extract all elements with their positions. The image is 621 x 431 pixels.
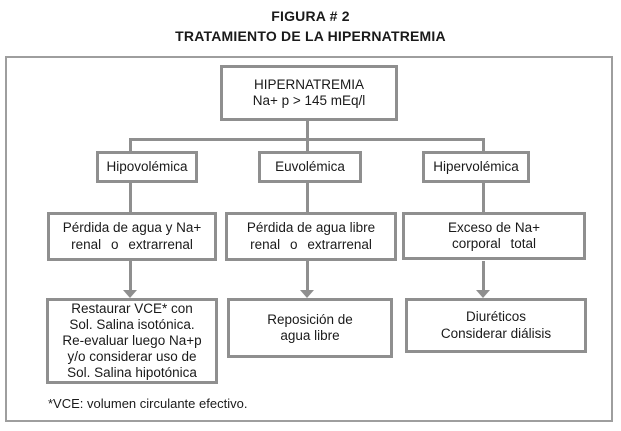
treatment-line: Sol. Salina hipotónica xyxy=(67,365,197,380)
cause-line: Exceso de Na+ xyxy=(448,219,540,235)
box-hipervolemica: Hipervolémica xyxy=(422,151,530,183)
figure-title: TRATAMIENTO DE LA HIPERNATREMIA xyxy=(175,28,446,44)
cause-line: renal o extrarrenal xyxy=(250,236,372,252)
arrow-down-icon xyxy=(476,290,490,298)
treatment-line: Re-evaluar luego Na+p xyxy=(62,333,202,348)
footnote-vce: *VCE: volumen circulante efectivo. xyxy=(48,396,248,411)
arrow-col3-line xyxy=(482,261,485,291)
connector-stub-right xyxy=(482,138,485,151)
arrow-down-icon xyxy=(300,290,314,298)
box-cause-hipervolemica: Exceso de Na+ corporal total xyxy=(402,212,586,260)
arrow-down-icon xyxy=(123,290,137,298)
cause-line: corporal total xyxy=(451,236,537,251)
box-euvolemica-label: Euvolémica xyxy=(275,158,345,174)
box-hipernatremia: HIPERNATREMIA Na+ p > 145 mEq/l xyxy=(220,65,398,121)
connector-col1-drop xyxy=(129,183,132,212)
figure-label: FIGURA # 2 xyxy=(271,8,350,24)
arrow-col2-line xyxy=(306,261,309,291)
treatment-line: agua libre xyxy=(280,328,340,343)
arrow-col1-line xyxy=(129,261,132,291)
connector-branch-line xyxy=(129,138,485,141)
treatment-line: Sol. Salina isotónica. xyxy=(69,317,195,332)
box-hipernatremia-line2: Na+ p > 145 mEq/l xyxy=(252,93,366,108)
box-cause-hipovolemica: Pérdida de agua y Na+ renal o extrarrena… xyxy=(47,212,217,261)
cause-line: Pérdida de agua libre xyxy=(246,220,376,235)
figure-header: FIGURA # 2 TRATAMIENTO DE LA HIPERNATREM… xyxy=(0,6,621,46)
cause-line: Pérdida de agua y Na+ xyxy=(62,220,202,235)
flowchart-canvas: HIPERNATREMIA Na+ p > 145 mEq/l Hipovolé… xyxy=(5,56,613,422)
box-cause-euvolemica: Pérdida de agua libre renal o extrarrena… xyxy=(225,212,397,261)
cause-line: renal o extrarrenal xyxy=(71,236,193,252)
treatment-line: Diuréticos xyxy=(465,309,527,324)
box-hipervolemica-label: Hipervolémica xyxy=(433,158,519,174)
connector-root-stem xyxy=(306,121,309,151)
box-hipovolemica: Hipovolémica xyxy=(96,151,198,183)
treatment-line: Considerar diálisis xyxy=(440,325,552,341)
connector-col3-drop xyxy=(482,183,485,212)
box-euvolemica: Euvolémica xyxy=(258,151,362,183)
treatment-line: Reposición de xyxy=(267,311,353,327)
treatment-line: Restaurar VCE* con xyxy=(71,301,193,316)
box-treatment-hipovolemica: Restaurar VCE* con Sol. Salina isotónica… xyxy=(46,298,218,384)
box-hipernatremia-line1: HIPERNATREMIA xyxy=(253,76,364,92)
connector-col2-drop xyxy=(306,183,309,212)
treatment-line: y/o considerar uso de xyxy=(67,349,197,364)
box-treatment-euvolemica: Reposición de agua libre xyxy=(227,298,393,358)
connector-stub-left xyxy=(129,138,132,151)
box-hipovolemica-label: Hipovolémica xyxy=(106,158,188,174)
box-treatment-hipervolemica: Diuréticos Considerar diálisis xyxy=(405,298,587,353)
